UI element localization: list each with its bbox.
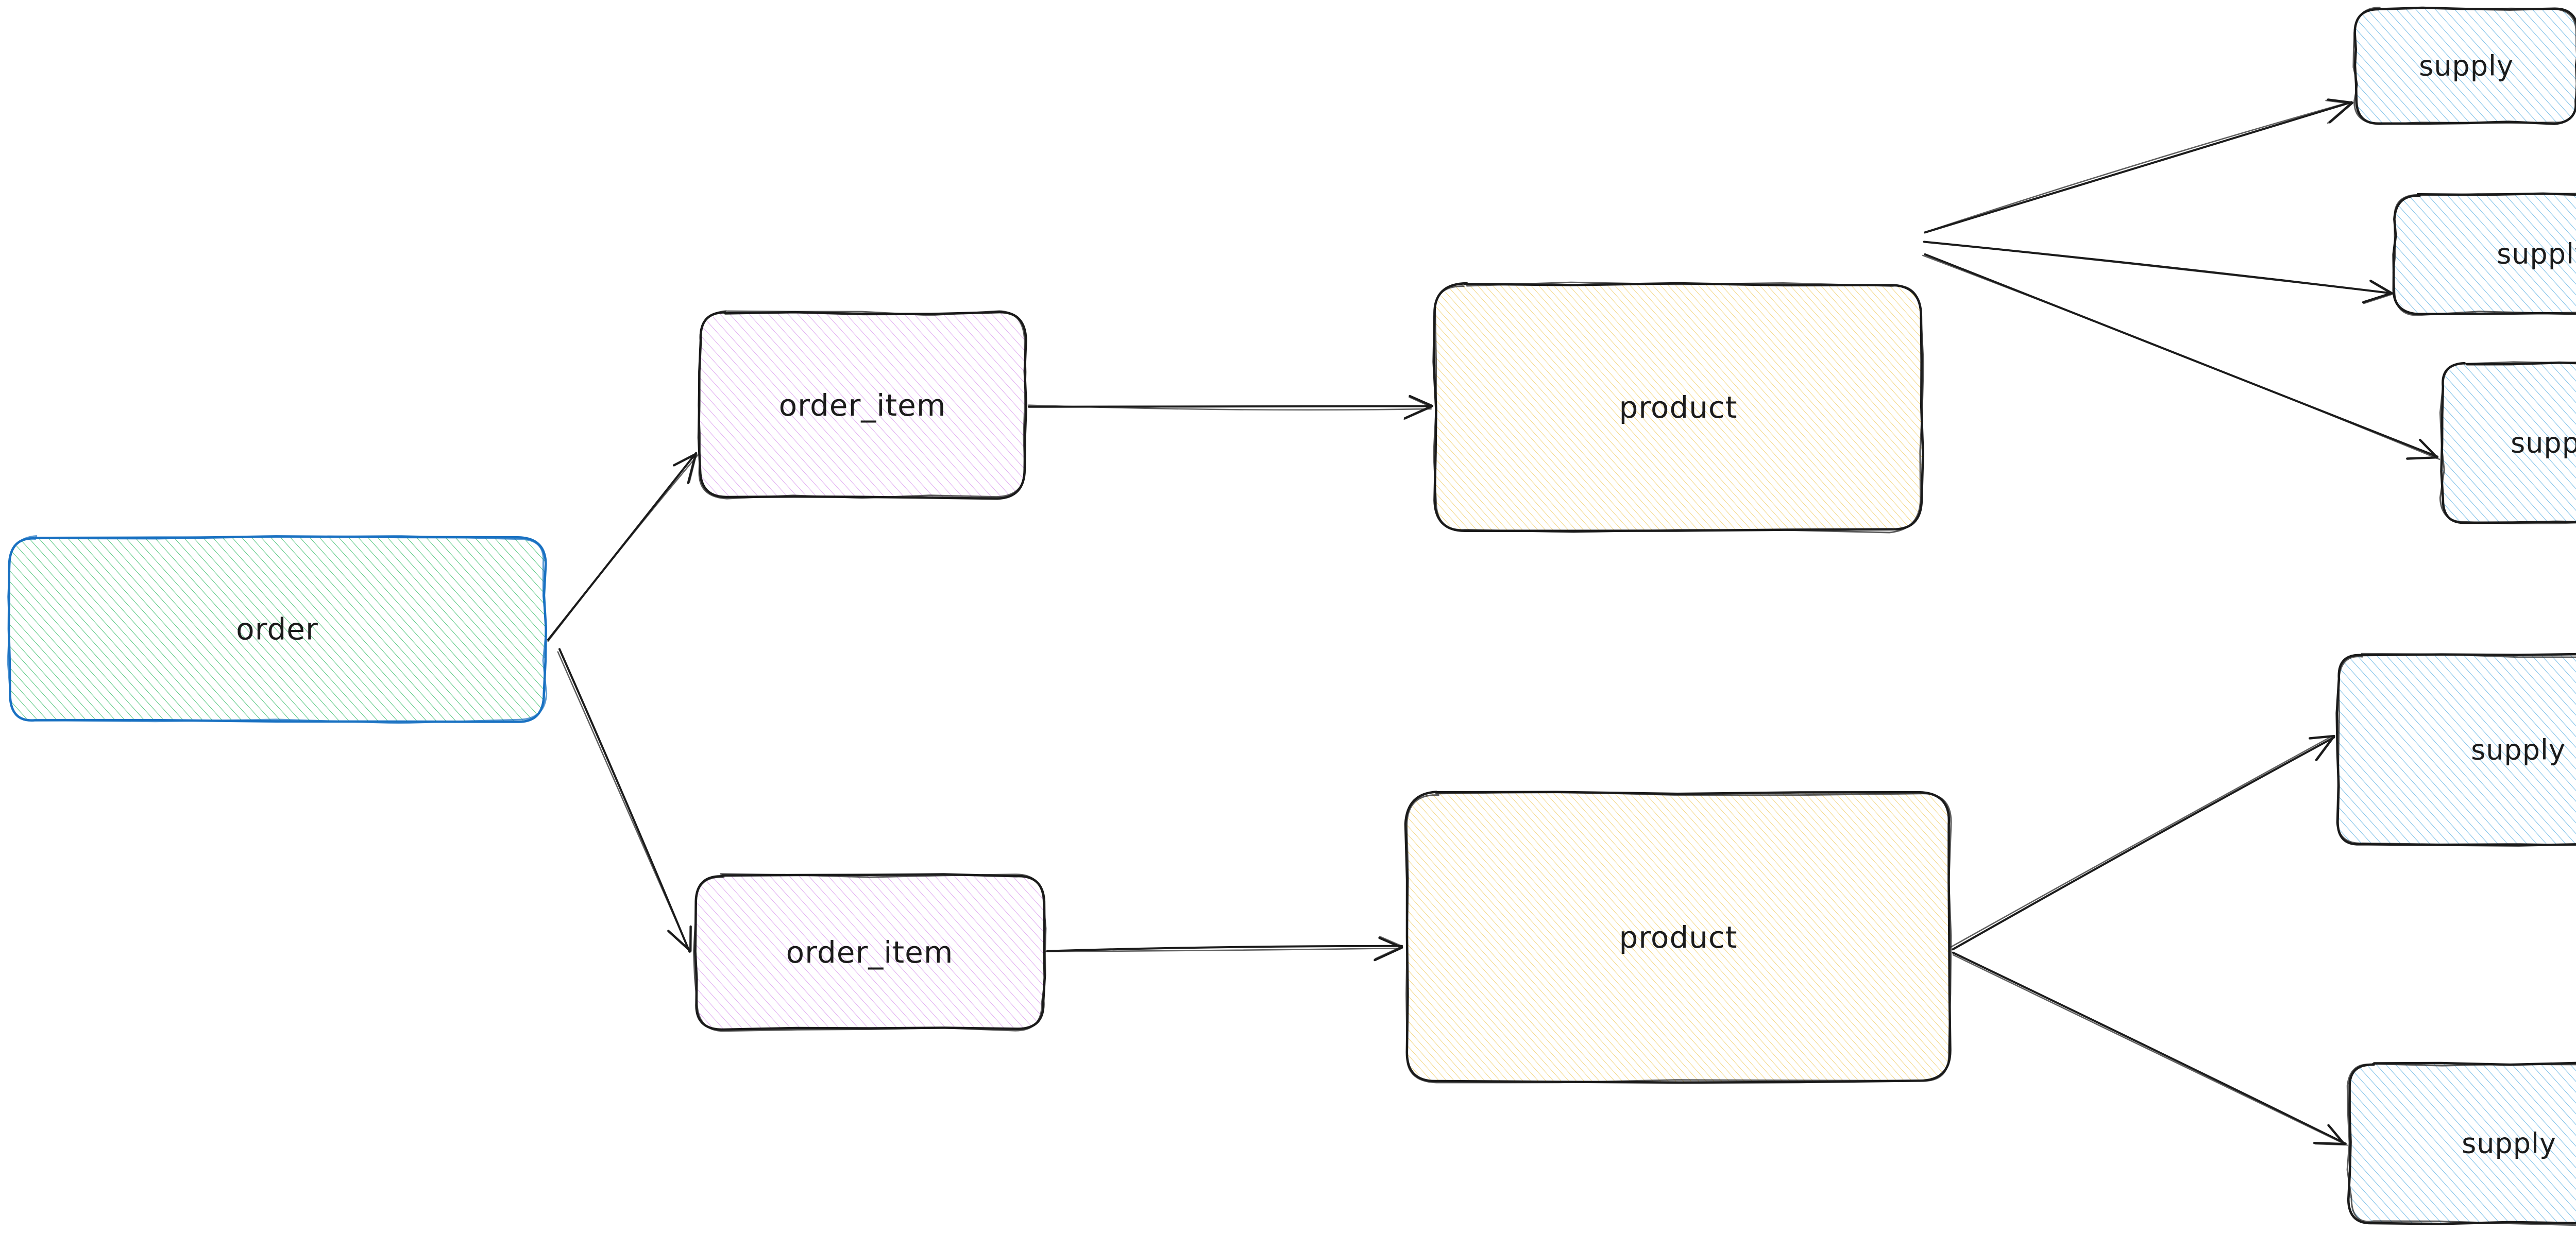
edge-product_top-to-supply_2[interactable]: [1923, 241, 2393, 304]
arrow-head-icon: [1374, 936, 1403, 960]
node-order[interactable]: order: [7, 535, 548, 724]
node-fill-order_item_top: [700, 313, 1025, 498]
edge-line: [1924, 101, 2353, 234]
node-supply_4[interactable]: supply: [2335, 653, 2576, 847]
node-fill-product_bottom: [1406, 793, 1950, 1082]
node-outline-supply_4: [2336, 653, 2576, 846]
edge-line: [1028, 404, 1432, 411]
node-outline-order_item_bottom: [692, 873, 1047, 1032]
edge-product_bottom-to-supply_4[interactable]: [1950, 734, 2335, 951]
edge-line: [1952, 951, 2347, 1145]
arrow-head-icon: [2325, 99, 2351, 124]
node-supply_1[interactable]: supply: [2352, 6, 2576, 125]
node-outline-product_top: [1433, 281, 1924, 534]
node-fill-order_item_bottom: [696, 876, 1044, 1029]
node-outline-product_bottom: [1405, 791, 1952, 1084]
arrow-head-icon: [2308, 735, 2334, 761]
arrow-head-icon: [668, 927, 692, 953]
node-order_item_bottom[interactable]: order_item: [692, 873, 1047, 1032]
node-supply_3[interactable]: supply: [2439, 361, 2576, 524]
node-fill-supply_2: [2395, 195, 2576, 313]
edge-product_top-to-supply_3[interactable]: [1922, 253, 2441, 460]
node-fill-supply_5: [2349, 1064, 2576, 1223]
edge-line: [1922, 254, 2441, 460]
edge-line: [1923, 241, 2392, 294]
edge-line: [1950, 735, 2333, 948]
edge-line: [547, 454, 699, 642]
node-product_top[interactable]: product: [1432, 281, 1924, 534]
arrow-head-icon: [1403, 396, 1433, 420]
node-fill-supply_3: [2442, 363, 2576, 523]
node-outline-supply_1: [2352, 6, 2576, 125]
edge-product_top-to-supply_1[interactable]: [1924, 98, 2354, 234]
node-outline-supply_3: [2439, 361, 2576, 524]
node-outline-supply_5: [2347, 1061, 2576, 1225]
arrow-head-icon: [2315, 1125, 2346, 1146]
node-fill-supply_1: [2355, 9, 2576, 123]
arrow-head-icon: [674, 452, 698, 483]
nodes-layer: orderorder_itemorder_itemproductproducts…: [7, 6, 2576, 1226]
arrow-head-icon: [2407, 439, 2438, 460]
node-product_bottom[interactable]: product: [1404, 791, 1952, 1084]
edge-line: [557, 651, 690, 951]
node-fill-product_top: [1435, 284, 1922, 530]
node-fill-order: [9, 537, 545, 721]
node-outline-supply_5: [2346, 1063, 2576, 1226]
edge-line: [1952, 954, 2348, 1146]
edge-order-to-order_item_top[interactable]: [547, 452, 699, 642]
edge-line: [1046, 945, 1403, 952]
edge-line: [1926, 101, 2352, 232]
edge-line: [1952, 736, 2335, 951]
edge-order_item_top-to-product_top[interactable]: [1027, 395, 1434, 420]
node-fill-supply_4: [2338, 655, 2576, 845]
edge-product_bottom-to-supply_5[interactable]: [1952, 951, 2348, 1146]
node-supply_5[interactable]: supply: [2346, 1061, 2576, 1226]
node-outline-order: [7, 535, 548, 724]
node-outline-order_item_top: [698, 310, 1027, 500]
arrow-head-icon: [2363, 281, 2393, 304]
edges-layer: [547, 98, 2441, 1146]
node-outline-supply_2: [2392, 193, 2576, 316]
edge-order-to-order_item_bottom[interactable]: [557, 648, 692, 953]
edge-order_item_bottom-to-product_bottom[interactable]: [1045, 936, 1403, 962]
node-supply_2[interactable]: supply: [2392, 192, 2576, 316]
edge-line: [1045, 947, 1402, 952]
node-order_item_top[interactable]: order_item: [697, 310, 1028, 500]
arrow-head-icon: [1374, 936, 1403, 962]
